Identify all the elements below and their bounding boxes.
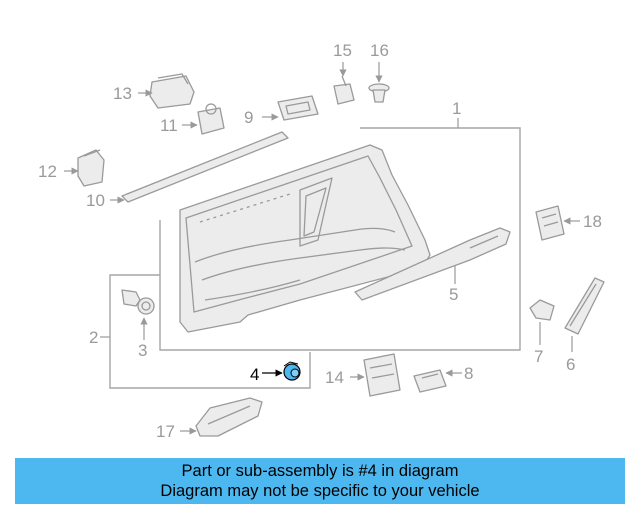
- callout-18: 18: [583, 212, 602, 231]
- clip-part-4-highlighted[interactable]: [283, 361, 301, 381]
- callout-16: 16: [370, 41, 389, 60]
- callout-12: 12: [38, 162, 57, 181]
- parts-diagram: 1 2 3 4 5 6 7 8 9 10 11 12 13 14 15 16 1…: [38, 41, 605, 441]
- callout-11: 11: [160, 116, 178, 135]
- handle-part-17[interactable]: [195, 397, 263, 437]
- callout-9: 9: [244, 108, 253, 127]
- bracket-part-7[interactable]: [529, 299, 555, 321]
- subassembly-2-frame: [109, 274, 311, 389]
- switch-panel-part-9[interactable]: [277, 95, 319, 121]
- callout-13: 13: [113, 84, 132, 103]
- callout-7: 7: [534, 347, 543, 366]
- clip-part-16[interactable]: [368, 83, 390, 103]
- switch-part-13[interactable]: [149, 73, 195, 109]
- callout-17: 17: [156, 422, 175, 441]
- assembly-1-frame: [159, 127, 521, 351]
- callout-1: 1: [452, 99, 461, 118]
- callout-3: 3: [138, 341, 147, 360]
- callout-14: 14: [325, 368, 344, 387]
- module-part-18[interactable]: [535, 205, 565, 241]
- switch-part-14[interactable]: [363, 353, 401, 397]
- trim-strip-part-5[interactable]: [354, 227, 511, 301]
- callout-5: 5: [449, 285, 458, 304]
- callout-6: 6: [566, 355, 575, 374]
- switch-part-8[interactable]: [413, 369, 447, 393]
- door-panel-part-1[interactable]: [179, 144, 431, 333]
- info-banner: Part or sub-assembly is #4 in diagram Di…: [15, 458, 625, 504]
- switch-part-12[interactable]: [77, 149, 105, 187]
- callout-10: 10: [86, 191, 105, 210]
- banner-line-2: Diagram may not be specific to your vehi…: [160, 482, 480, 500]
- switch-part-11[interactable]: [197, 103, 225, 135]
- weatherstrip-part-10[interactable]: [121, 131, 289, 203]
- clip-part-3[interactable]: [121, 289, 155, 315]
- banner-line-1: Part or sub-assembly is #4 in diagram: [181, 462, 459, 480]
- callout-4: 4: [250, 365, 259, 384]
- callout-15: 15: [333, 41, 352, 60]
- callout-2: 2: [89, 328, 98, 347]
- trim-part-6[interactable]: [564, 277, 605, 335]
- callout-8: 8: [464, 364, 473, 383]
- clip-part-15[interactable]: [333, 75, 355, 105]
